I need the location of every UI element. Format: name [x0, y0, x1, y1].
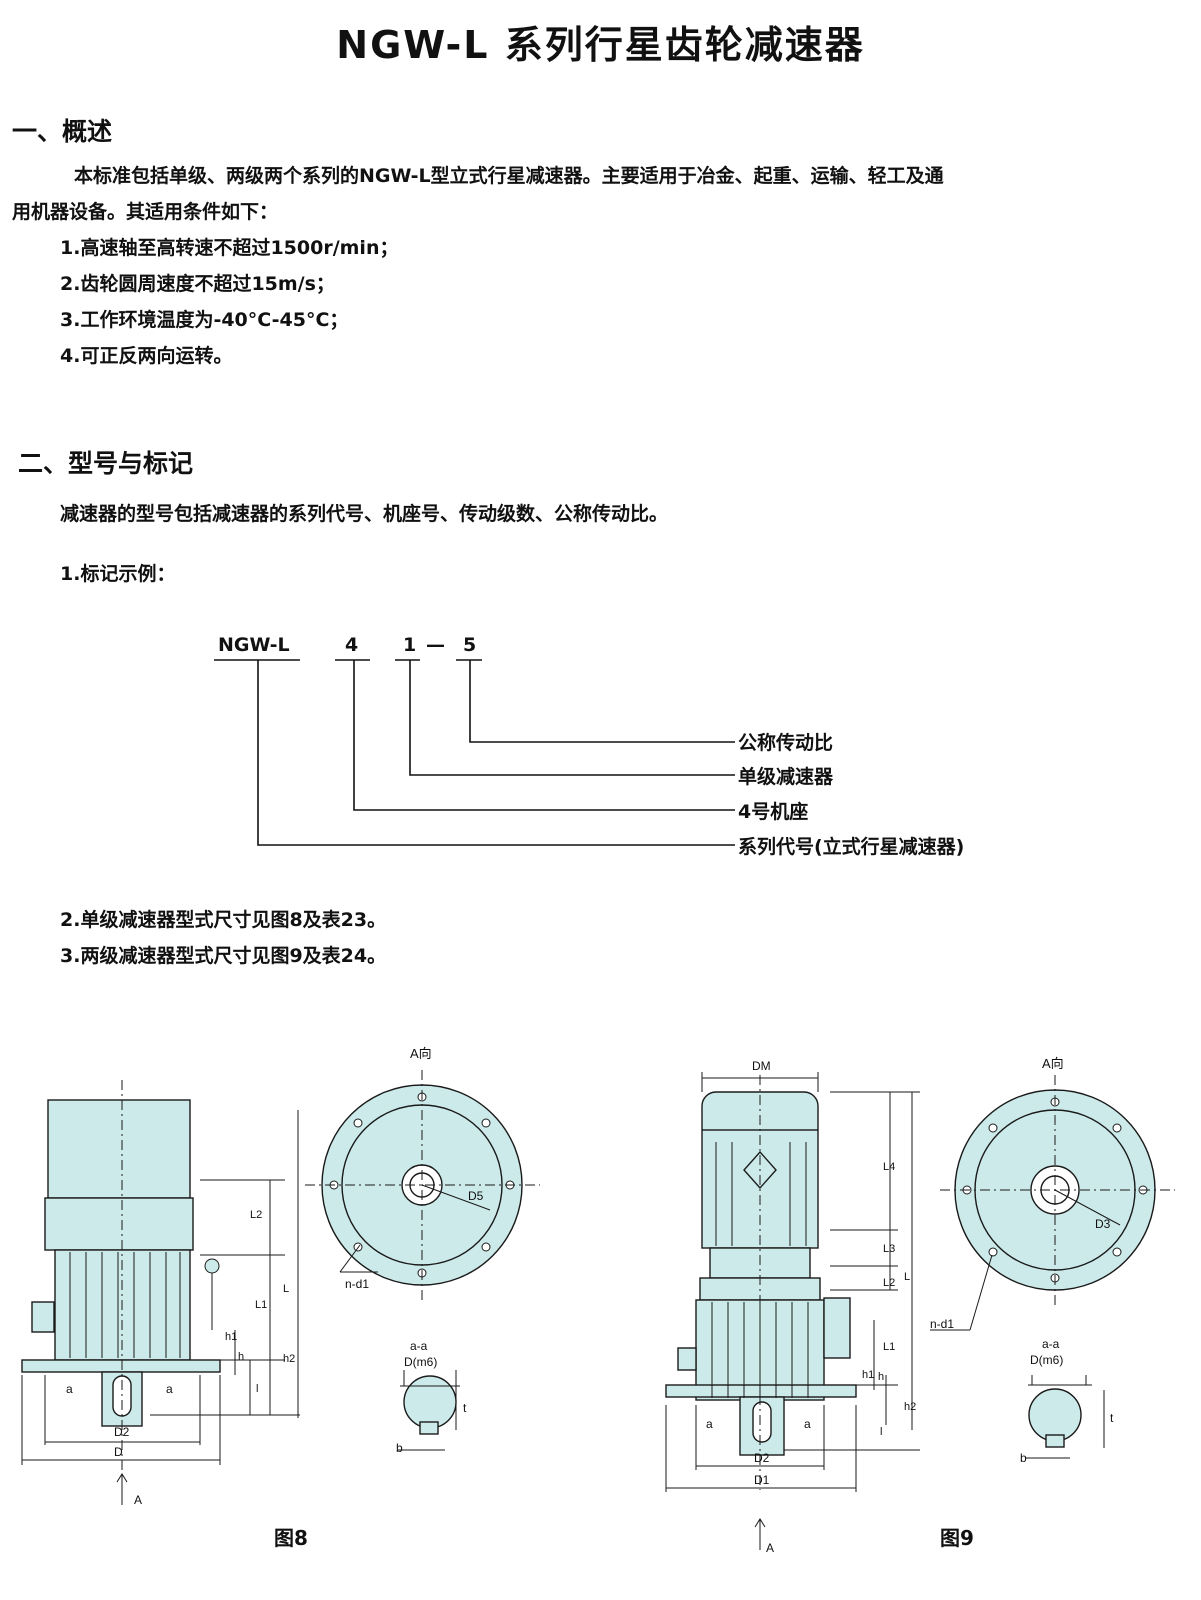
- section1-heading: 一、概述: [12, 117, 113, 146]
- fig9-label-d3: D3: [1095, 1217, 1111, 1231]
- fig9-oil-gauge: [823, 1297, 851, 1359]
- fig8-label-aa-left: a: [66, 1382, 73, 1396]
- fig8-upper-housing: [44, 1197, 194, 1251]
- marking-dash: —: [426, 634, 445, 656]
- fig9-label-a: A: [766, 1541, 774, 1555]
- marking-label-series: 系列代号(立式行星减速器): [738, 836, 965, 858]
- fig9-label-l: L: [904, 1271, 910, 1283]
- fig8-label-sec: a-a: [410, 1339, 428, 1353]
- intro-line-1: 本标准包括单级、两级两个系列的NGW-L型立式行星减速器。主要适用于冶金、起重、…: [74, 165, 944, 187]
- fig9-label-l4: L4: [883, 1161, 895, 1173]
- example-title: 1.标记示例：: [60, 563, 176, 585]
- fig9-caption: 图9: [940, 1526, 974, 1550]
- fig9-label-b: b: [1020, 1451, 1027, 1465]
- fig8-label-l1: L1: [255, 1299, 267, 1311]
- section2-heading: 二、型号与标记: [18, 449, 194, 478]
- fig9-shaft-key: [752, 1401, 772, 1443]
- marking-stage: 1: [403, 634, 417, 656]
- fig8-label-d2: D2: [114, 1425, 130, 1439]
- fig9-label-d2: D2: [754, 1451, 770, 1465]
- fig8-label-b: b: [396, 1441, 403, 1455]
- fig8-label-dm6: D(m6): [404, 1355, 437, 1369]
- fig8-motor-block: [47, 1099, 191, 1199]
- fig9-label-sec: a-a: [1042, 1337, 1060, 1351]
- fig9-label-l2: L2: [883, 1277, 895, 1289]
- fig8-caption: 图8: [274, 1526, 308, 1550]
- fig8-section-shaft: [403, 1375, 457, 1429]
- fig8-side-boss: [31, 1301, 55, 1333]
- fig9-label-d1: D1: [754, 1473, 770, 1487]
- fig9-label-aa-right: a: [804, 1417, 811, 1431]
- fig9-label-h: h: [878, 1371, 884, 1383]
- fig8-label-l: L: [283, 1283, 289, 1295]
- section2-desc: 减速器的型号包括减速器的系列代号、机座号、传动级数、公称传动比。: [60, 503, 669, 525]
- fig9-label-l3: L3: [883, 1243, 895, 1255]
- fig9-label-aa-left: a: [706, 1417, 713, 1431]
- condition-item: 2.齿轮圆周速度不超过15m/s；: [60, 273, 335, 295]
- fig8-label-l-small: l: [256, 1383, 258, 1395]
- fig9-label-t: t: [1110, 1411, 1114, 1425]
- fig9-label-dm: DM: [752, 1059, 771, 1073]
- fig9-label-h2: h2: [904, 1401, 916, 1413]
- figure-8: L2 L L1 h1 h h2 l D2 D A a a A向 D5 n-d1: [21, 1046, 540, 1507]
- fig8-label-l2: L2: [250, 1209, 262, 1221]
- fig8-label-h: h: [238, 1351, 244, 1363]
- page-title: NGW-L 系列行星齿轮减速器: [336, 23, 865, 67]
- condition-item: 3.工作环境温度为-40°C-45°C；: [60, 309, 349, 331]
- marking-ratio: 5: [463, 634, 477, 656]
- fig8-label-a: A: [134, 1493, 142, 1507]
- fig8-label-d5: D5: [468, 1189, 484, 1203]
- note-fig9: 3.两级减速器型式尺寸见图9及表24。: [60, 945, 387, 967]
- marking-frame: 4: [345, 634, 359, 656]
- fig8-label-h1: h1: [225, 1331, 237, 1343]
- fig8-label-t: t: [463, 1401, 467, 1415]
- fig8-label-view: A向: [410, 1046, 432, 1061]
- condition-item: 1.高速轴至高转速不超过1500r/min；: [60, 237, 399, 259]
- intro-line-2: 用机器设备。其适用条件如下：: [12, 201, 279, 223]
- fig8-label-ndl: n-d1: [345, 1277, 369, 1291]
- fig9-base-plate: [665, 1384, 857, 1398]
- marking-label-ratio: 公称传动比: [738, 732, 834, 754]
- fig9-label-l-small: l: [880, 1426, 882, 1438]
- fig9-section-shaft: [1028, 1388, 1082, 1442]
- fig8-label-d: D: [114, 1445, 123, 1459]
- fig8-label-h2: h2: [283, 1353, 295, 1365]
- fig9-side-boss: [677, 1347, 697, 1371]
- marking-series: NGW-L: [218, 634, 290, 656]
- marking-label-frame: 4号机座: [738, 801, 809, 823]
- fig9-label-dm6: D(m6): [1030, 1353, 1063, 1367]
- fig9-label-h1: h1: [862, 1369, 874, 1381]
- condition-item: 4.可正反两向运转。: [60, 345, 233, 367]
- fig8-label-aa-right: a: [166, 1382, 173, 1396]
- note-fig8: 2.单级减速器型式尺寸见图8及表23。: [60, 909, 387, 931]
- fig9-label-l1: L1: [883, 1341, 895, 1353]
- figure-9: DM L4 L3 L2 L L1 h1 h h2 l D2 D1 A a a A…: [665, 1056, 1175, 1555]
- marking-label-stage: 单级减速器: [738, 766, 834, 788]
- fig8-base-plate: [21, 1359, 221, 1373]
- fig9-label-ndl: n-d1: [930, 1317, 954, 1331]
- fig9-label-view: A向: [1042, 1056, 1064, 1071]
